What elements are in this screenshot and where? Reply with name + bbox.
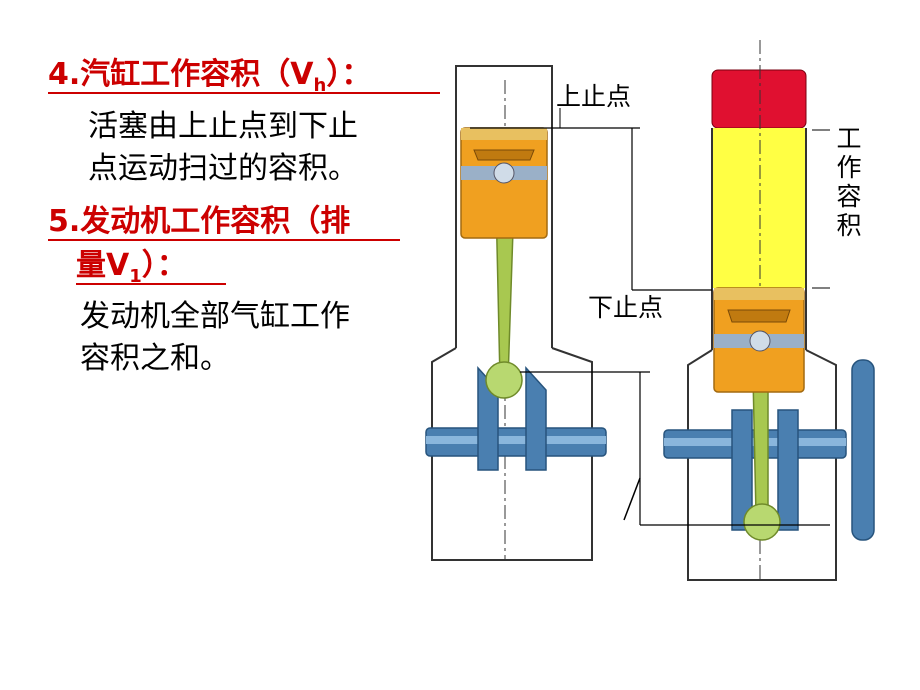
left-piston-pin: [493, 162, 515, 184]
right-piston-crown: [714, 288, 804, 300]
section4-body: 活塞由上止点到下止 点运动扫过的容积。: [88, 106, 358, 190]
right-piston-boss: [727, 309, 791, 323]
working-volume-char-1: 工: [836, 124, 862, 153]
right-crank-web-right: [777, 409, 799, 531]
working-volume-label: 工 作 容 积: [834, 124, 864, 240]
section5-heading-line1: 5.发动机工作容积（排: [48, 204, 351, 239]
section5-body-line2: 容积之和。: [80, 341, 230, 376]
section5-underline-line1: [48, 239, 400, 241]
section5-body-line1: 发动机全部气缸工作: [80, 299, 350, 334]
section4-heading-subscript: h: [313, 75, 327, 96]
right-flywheel: [851, 359, 875, 541]
right-engine: [632, 40, 875, 581]
left-crankcase-outline: [431, 347, 593, 561]
section4-underline: [48, 92, 440, 94]
right-crankcase-outline: [687, 349, 837, 581]
section4-body-line2: 点运动扫过的容积。: [88, 151, 358, 186]
working-volume-char-4: 积: [836, 211, 862, 240]
right-rod-big-end: [743, 503, 781, 541]
left-piston-crown: [461, 128, 547, 140]
stroke-dimension-arrow: [623, 477, 641, 521]
section5-heading: 5.发动机工作容积（排: [48, 204, 400, 241]
section5-heading-line2-suffix: ）：: [141, 248, 187, 283]
section4-heading-prefix: 4.汽缸工作容积（V: [48, 57, 314, 92]
tdc-label: 上止点: [556, 82, 632, 111]
right-working-volume: [712, 128, 806, 288]
section4-body-line1: 活塞由上止点到下止: [88, 109, 358, 144]
right-piston-pin: [749, 330, 771, 352]
bdc-label: 下止点: [588, 293, 664, 322]
working-volume-char-3: 容: [836, 182, 862, 211]
section5-heading-subscript: 1: [129, 266, 142, 287]
left-crankshaft-highlight: [426, 436, 606, 444]
left-piston-boss: [473, 149, 535, 161]
left-engine: [425, 65, 650, 561]
section5-body: 发动机全部气缸工作 容积之和。: [80, 296, 350, 380]
section5-heading-2: 量V1）：: [76, 248, 226, 287]
left-crank-web-right: [525, 366, 547, 471]
section4-heading: 4.汽缸工作容积（Vh）：: [48, 57, 440, 96]
working-volume-char-2: 作: [836, 153, 862, 182]
left-rod-big-end: [485, 361, 523, 399]
section5-heading-line2-prefix: 量V: [76, 248, 130, 283]
section4-heading-suffix: ）：: [326, 57, 372, 92]
section5-underline-line2: [76, 283, 226, 285]
right-combustion-chamber: [711, 69, 807, 129]
left-cylinder-outline: [455, 65, 553, 348]
